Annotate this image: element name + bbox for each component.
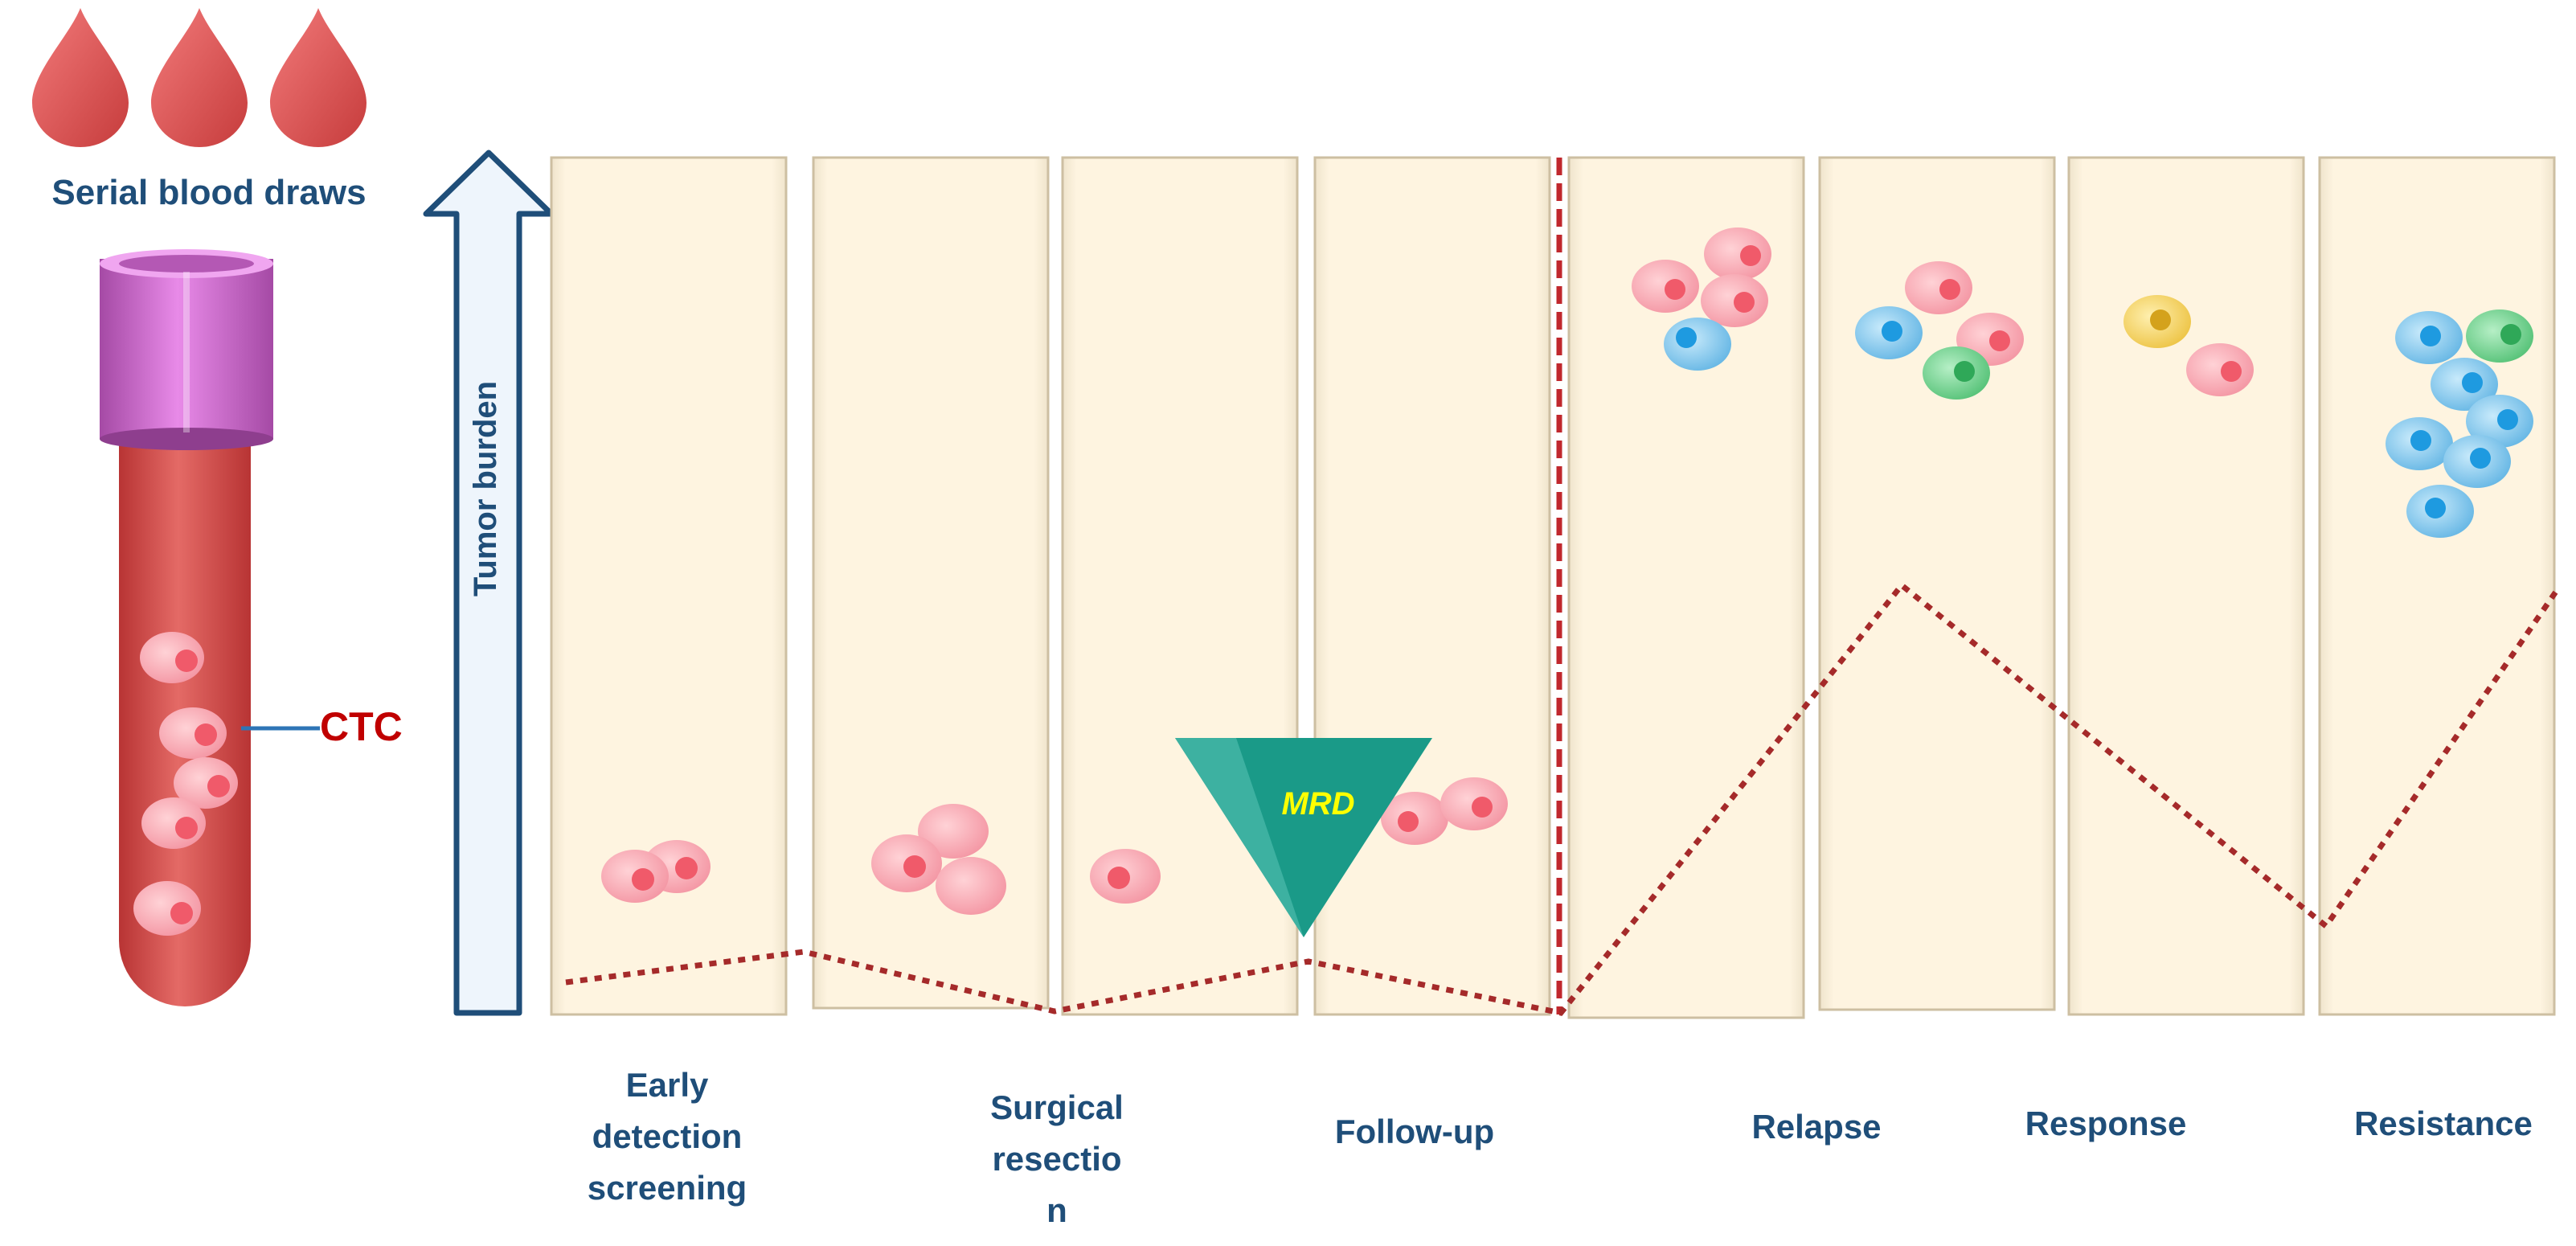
tumor-cell-icon	[1704, 227, 1771, 281]
tumor-cell-icon	[2466, 395, 2533, 448]
tumor-cell-icon	[1905, 261, 1972, 314]
tumor-cell-icon	[133, 881, 201, 936]
blood-drop-icon	[32, 8, 129, 147]
tumor-cell-icon	[918, 804, 989, 859]
panel	[2318, 156, 2556, 1016]
tumor-cell-icon	[1923, 346, 1990, 400]
blood-tube-icon	[100, 249, 320, 1006]
tube-ctc-cells	[133, 632, 238, 936]
tumor-cell-icon	[1440, 777, 1508, 830]
tumor-cell-icon	[2123, 295, 2191, 348]
blood-drops	[32, 8, 367, 147]
tumor-cell-icon	[1632, 260, 1699, 313]
tumor-burden-line	[565, 581, 2558, 1016]
tumor-cell-icon	[140, 632, 204, 683]
tumor-cell-icon	[2431, 358, 2498, 411]
tumor-cell-icon	[174, 757, 238, 809]
tumor-cell-icon	[601, 850, 669, 903]
tumor-cell-icon	[1855, 306, 1923, 359]
tumor-cell-icon	[141, 797, 206, 849]
tumor-cell-icon	[1664, 318, 1731, 371]
tumor-cell-icon	[871, 834, 942, 892]
tumor-cell-icon	[2406, 485, 2474, 538]
tumor-cell-icon	[936, 857, 1006, 915]
blood-drop-icon	[151, 8, 248, 147]
mrd-triangle	[1175, 738, 1432, 937]
tumor-cell-icon	[2186, 343, 2254, 396]
tumor-cell-icon	[1701, 274, 1768, 327]
tumor-cell-icon	[2386, 417, 2453, 470]
blood-drop-icon	[270, 8, 367, 147]
panel	[2067, 156, 2305, 1016]
arrow-up-icon	[423, 150, 555, 1016]
tumor-cell-icon	[1381, 792, 1448, 845]
tumor-cell-icon	[1090, 849, 1161, 904]
tumor-cell-icon	[2395, 311, 2463, 364]
tumor-cell-icon	[2443, 435, 2511, 488]
tumor-cell-icon	[159, 707, 227, 759]
panel	[1313, 156, 1551, 1016]
tumor-cell-icon	[2466, 309, 2533, 363]
panel-cells	[601, 227, 2533, 915]
timeline-panels	[550, 156, 2556, 1019]
